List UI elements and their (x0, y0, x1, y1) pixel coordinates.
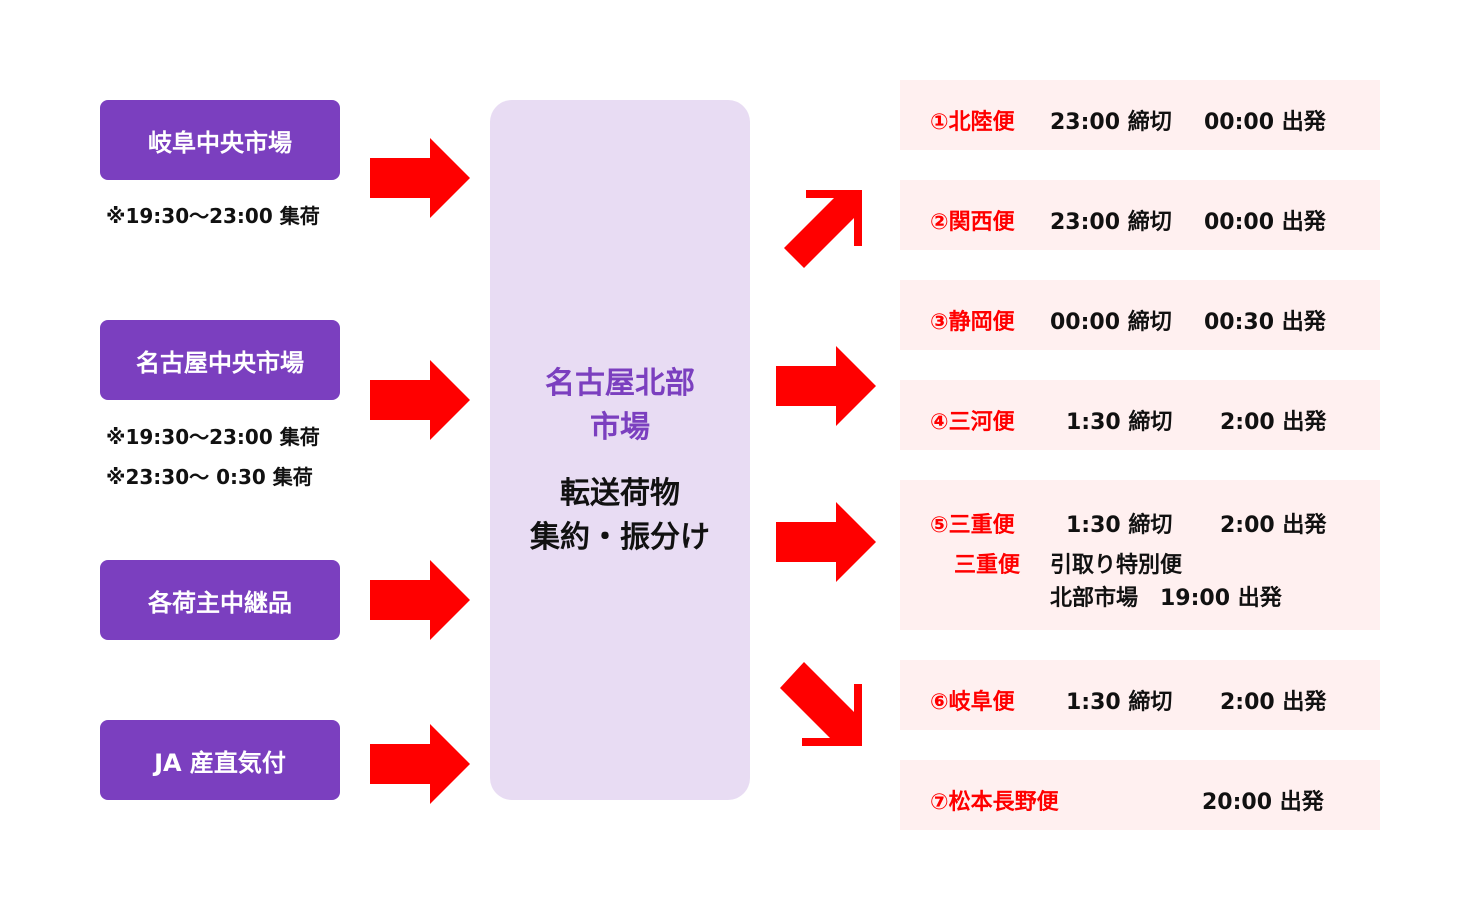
arrow-right-icon (370, 560, 470, 640)
source-note: ※19:30～23:00 集荷 (106, 425, 320, 449)
route-hokuriku: ①北陸便 23:00 締切 00:00 出発 (900, 80, 1380, 150)
route-mie: ⑤三重便 1:30 締切 2:00 出発 三重便 引取り特別便 北部市場 19:… (900, 480, 1380, 630)
hub-title: 名古屋北部 市場 (490, 362, 750, 450)
arrow-up-right-icon (784, 190, 862, 268)
route-cutoff: 1:30 締切 (1066, 690, 1173, 715)
arrow-right-icon (370, 138, 470, 218)
arrow-right-icon (776, 346, 876, 426)
route-departure: 2:00 出発 (1220, 513, 1327, 538)
route-departure: 2:00 出発 (1220, 410, 1327, 435)
route-mikawa: ④三河便 1:30 締切 2:00 出発 (900, 380, 1380, 450)
hub-nagoya-north-market: 名古屋北部 市場 転送荷物 集約・振分け (490, 100, 750, 800)
route-gifu: ⑥岐阜便 1:30 締切 2:00 出発 (900, 660, 1380, 730)
source-note: ※19:30～23:00 集荷 (106, 204, 320, 228)
hub-title-line1: 名古屋北部 (545, 366, 695, 401)
source-note: ※23:30～ 0:30 集荷 (106, 465, 313, 489)
hub-sub-line1: 転送荷物 (560, 476, 680, 511)
route-name: ⑥岐阜便 (930, 690, 1015, 715)
route-special-line2: 北部市場 19:00 出発 (1050, 586, 1282, 611)
route-departure: 2:00 出発 (1220, 690, 1327, 715)
hub-subtitle: 転送荷物 集約・振分け (490, 472, 750, 560)
route-matsumoto-nagano: ⑦松本長野便 20:00 出発 (900, 760, 1380, 830)
route-shizuoka: ③静岡便 00:00 締切 00:30 出発 (900, 280, 1380, 350)
route-departure: 00:00 出発 (1204, 110, 1326, 135)
source-shipper-relay: 各荷主中継品 (100, 560, 340, 640)
route-name: ①北陸便 (930, 110, 1015, 135)
route-departure: 20:00 出発 (1202, 790, 1324, 815)
route-cutoff: 23:00 締切 (1050, 210, 1172, 235)
route-departure: 00:00 出発 (1204, 210, 1326, 235)
route-cutoff: 1:30 締切 (1066, 410, 1173, 435)
hub-title-line2: 市場 (590, 410, 650, 445)
source-gifu-central-market: 岐阜中央市場 (100, 100, 340, 180)
arrow-right-icon (776, 502, 876, 582)
route-departure: 00:30 出発 (1204, 310, 1326, 335)
route-special-line1: 引取り特別便 (1050, 553, 1183, 578)
hub-sub-line2: 集約・振分け (530, 520, 710, 555)
route-cutoff: 1:30 締切 (1066, 513, 1173, 538)
arrow-right-icon (370, 360, 470, 440)
route-cutoff: 00:00 締切 (1050, 310, 1172, 335)
route-name: ⑦松本長野便 (930, 790, 1059, 815)
source-ja-direct: JA 産直気付 (100, 720, 340, 800)
arrow-down-right-icon (780, 662, 862, 746)
arrow-right-icon (370, 724, 470, 804)
route-cutoff: 23:00 締切 (1050, 110, 1172, 135)
route-name: ⑤三重便 (930, 513, 1015, 538)
route-name: ②関西便 (930, 210, 1015, 235)
source-nagoya-central-market: 名古屋中央市場 (100, 320, 340, 400)
route-name: ③静岡便 (930, 310, 1015, 335)
route-special-name: 三重便 (954, 553, 1021, 578)
route-name: ④三河便 (930, 410, 1015, 435)
route-kansai: ②関西便 23:00 締切 00:00 出発 (900, 180, 1380, 250)
